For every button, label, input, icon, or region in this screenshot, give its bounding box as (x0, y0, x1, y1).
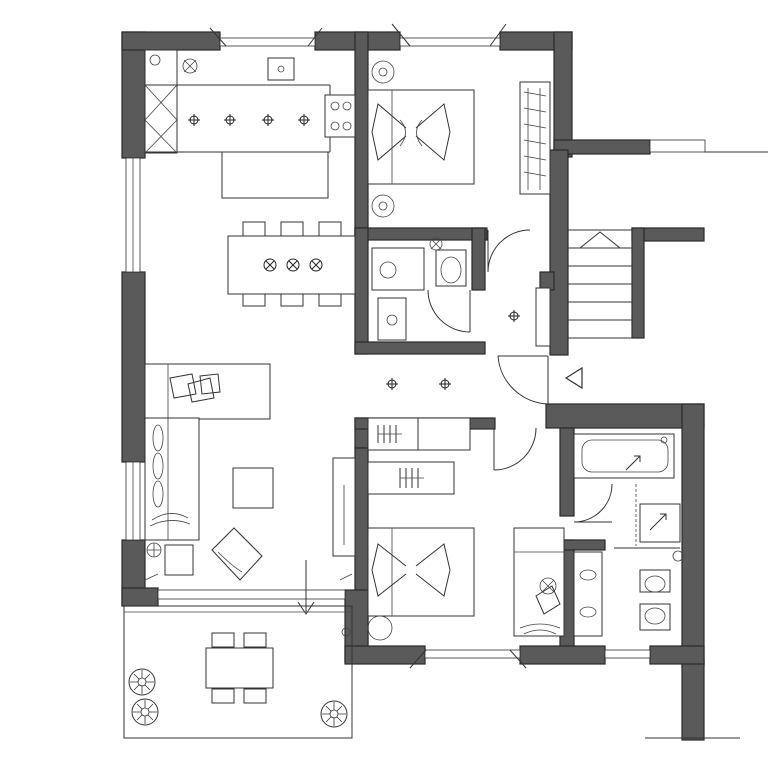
bedroom-2 (341, 417, 475, 641)
hall (487, 229, 583, 471)
dining-table (227, 221, 356, 307)
bedroom-1 (367, 60, 551, 218)
bathroom-1 (371, 237, 471, 341)
living-area (144, 363, 452, 615)
staircase (568, 229, 633, 339)
terrace (123, 605, 353, 739)
kitchen (144, 49, 356, 199)
walls (121, 31, 705, 741)
windows (125, 23, 706, 669)
bathroom-2 (573, 433, 684, 637)
exterior-lines (645, 151, 768, 739)
bedroom-3 (513, 527, 565, 637)
